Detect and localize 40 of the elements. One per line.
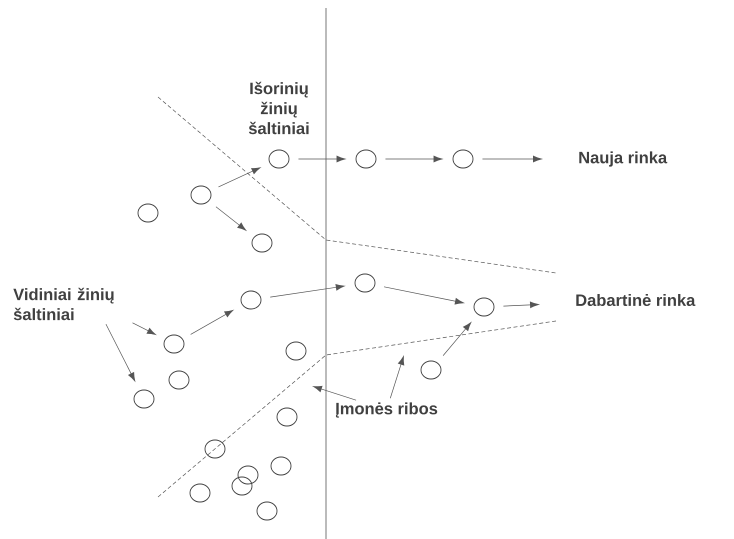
arrow	[218, 167, 260, 188]
arrow	[270, 284, 345, 298]
circle	[240, 290, 262, 310]
text-label: Nauja rinka	[579, 151, 668, 167]
circle	[164, 334, 184, 354]
leader-arrow	[313, 386, 356, 401]
heading-label: Išorinių žinių šaltiniai	[248, 82, 309, 134]
circle	[232, 476, 252, 496]
arrow	[384, 286, 464, 304]
circle	[204, 440, 226, 458]
text-label: Dabartinė rinka	[576, 294, 696, 306]
circle	[354, 274, 376, 292]
arrow	[385, 156, 442, 162]
arrow	[298, 156, 346, 162]
arrow	[503, 302, 539, 308]
arrow	[132, 322, 156, 335]
arrow	[216, 206, 246, 231]
circle	[474, 298, 494, 316]
circle	[270, 456, 292, 476]
circle	[252, 234, 272, 252]
circle	[276, 408, 298, 426]
circle	[286, 342, 306, 360]
circle	[356, 150, 376, 168]
circle	[238, 466, 258, 484]
arrow	[106, 324, 136, 382]
leader-arrow	[390, 356, 404, 399]
circle	[256, 502, 278, 520]
circle	[452, 150, 474, 168]
circle	[420, 360, 442, 380]
circle	[168, 370, 190, 390]
circle	[190, 186, 212, 204]
circle	[190, 484, 210, 502]
circle	[134, 390, 154, 408]
arrow	[482, 156, 542, 162]
circle	[138, 204, 158, 222]
arrow	[190, 310, 234, 335]
text-label: Įmonės ribos	[336, 402, 438, 418]
circle	[268, 150, 290, 168]
text-label: Vidiniai žinių šaltiniai	[13, 288, 114, 320]
arrow	[442, 322, 472, 356]
